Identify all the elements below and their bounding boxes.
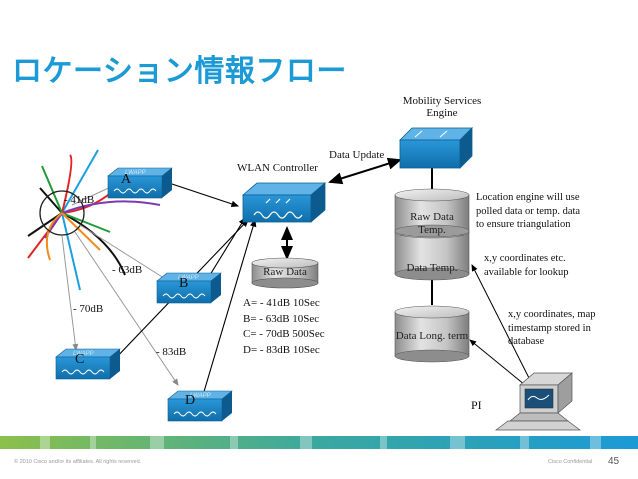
raw-data-temp-label: Raw Data Temp. — [395, 211, 469, 237]
pi-arrows — [469, 264, 531, 386]
raw-data-label: Raw Data — [263, 266, 307, 278]
raw-data-temp-line2: Temp. — [418, 224, 446, 236]
xy-map-note-line: database — [508, 336, 545, 347]
signal-c-label: - 70dB — [73, 303, 104, 315]
location-engine-note-line: Location engine will use — [476, 192, 580, 203]
ap-d-letter: D — [185, 393, 196, 408]
xy-lookup-note-line: available for lookup — [484, 266, 569, 278]
client-circle — [39, 190, 85, 236]
access-point-b: LWAPP — [156, 272, 222, 304]
signal-rays — [27, 149, 161, 291]
ap-a-letter: A — [121, 172, 132, 187]
xy-map-note-line: timestamp stored in — [508, 322, 591, 334]
signal-d-label: - 83dB — [156, 346, 187, 358]
ap-b-letter: B — [179, 276, 189, 291]
data-temp-label: Data Temp. — [406, 262, 458, 274]
ap-c-badge: LWAPP — [73, 351, 94, 357]
location-engine-note: Location engine will use polled data or … — [476, 191, 580, 232]
rssi-row: A= - 41dB 10Sec — [243, 297, 320, 309]
mse-device — [399, 127, 473, 169]
location-engine-note-line: to ensure triangulation — [476, 219, 571, 230]
footer-copyright: © 2010 Cisco and/or its affiliates. All … — [14, 459, 142, 465]
data-long-term-cylinder — [394, 305, 470, 363]
mse-label: Mobility Services Engine — [392, 95, 492, 119]
data-update-arrow — [328, 157, 402, 185]
ap-b-badge: LWAPP — [178, 275, 199, 281]
access-point-d: LWAPP — [167, 390, 233, 422]
page-title: ロケーション情報フロー — [12, 54, 347, 89]
rssi-row: B= - 63dB 10Sec — [243, 312, 320, 325]
data-update-label: Data Update — [329, 149, 385, 161]
access-point-a: LWAPP — [107, 167, 173, 199]
ap-a-badge: LWAPP — [125, 170, 146, 176]
data-long-term-label: Data Long. term — [395, 330, 469, 342]
footer-band — [0, 436, 638, 449]
signal-b-label: - 63dB — [112, 264, 143, 276]
footer-confidential: Cisco Confidential — [548, 459, 593, 465]
xy-lookup-note-line: x,y coordinates etc. — [484, 253, 566, 264]
xy-lookup-note: x,y coordinates etc. available for looku… — [484, 252, 569, 279]
signal-a-label: - 41dB — [64, 194, 95, 206]
xy-map-note: x,y coordinates, map timestamp stored in… — [508, 308, 595, 349]
page-number: 45 — [608, 456, 620, 467]
rssi-row: D= - 83dB 10Sec — [243, 343, 320, 356]
pi-label: PI — [471, 398, 482, 412]
client-to-ap-arrows — [61, 184, 179, 386]
raw-data-temp-cylinder — [394, 188, 470, 238]
mse-label-line1: Mobility Services — [402, 95, 482, 107]
rssi-row: C= - 70dB 500Sec — [243, 328, 325, 340]
access-point-c: LWAPP — [55, 348, 121, 380]
location-engine-note-line: polled data or temp. data — [476, 205, 581, 217]
pi-workstation — [494, 372, 582, 431]
raw-data-cylinder — [251, 257, 319, 289]
wlan-controller-device — [241, 182, 327, 223]
wlc-label: WLAN Controller — [237, 162, 318, 174]
xy-map-note-line: x,y coordinates, map — [508, 309, 596, 320]
rssi-table: A= - 41dB 10Sec B= - 63dB 10Sec C= - 70d… — [243, 296, 325, 358]
raw-data-temp-line1: Raw Data — [410, 211, 454, 223]
ap-c-letter: C — [75, 352, 85, 367]
footer-band-pattern — [40, 436, 601, 449]
mse-label-line2: Engine — [426, 107, 458, 119]
ap-d-badge: LWAPP — [190, 393, 211, 399]
